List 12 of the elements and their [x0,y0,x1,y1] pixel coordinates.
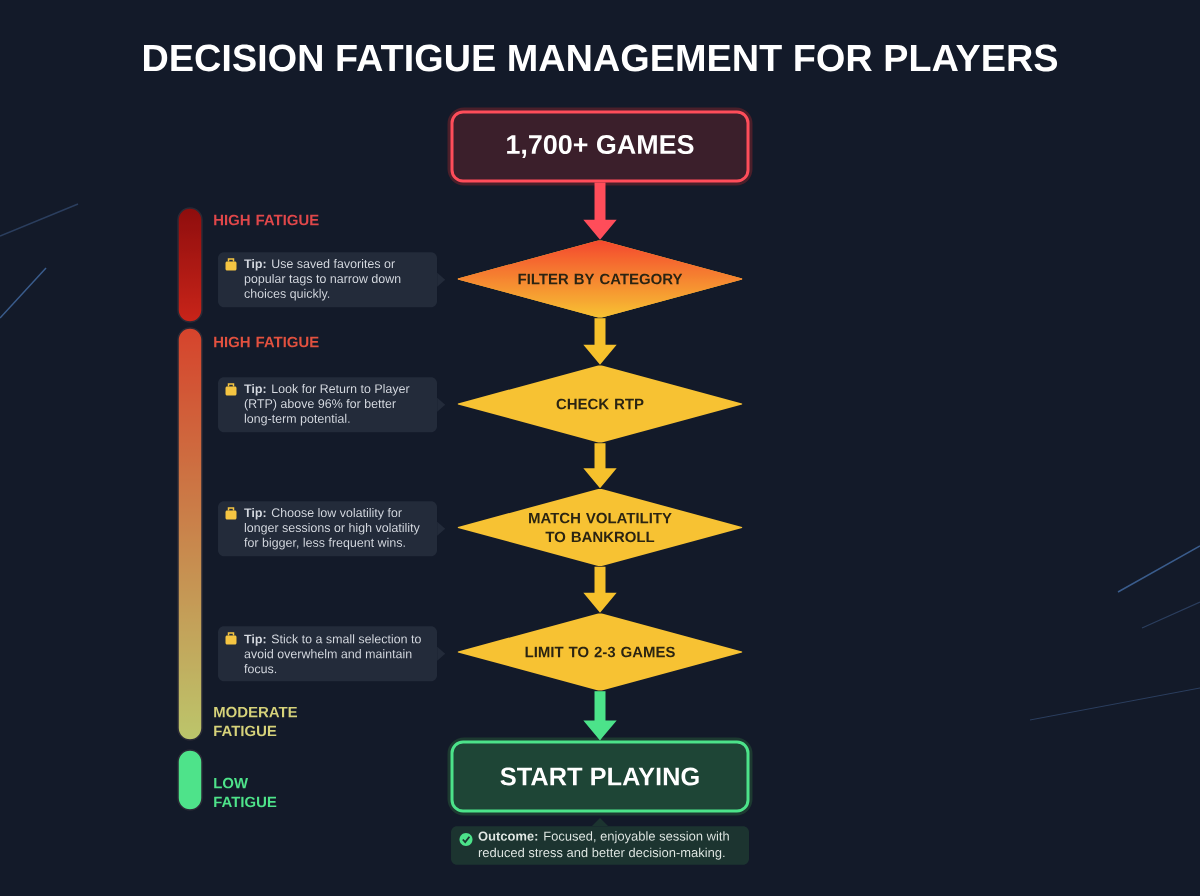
process-box: START PLAYING [447,737,753,816]
fatigue-label: HIGH FATIGUE [214,336,319,348]
fatigue-label: LOW FATIGUE [214,777,277,808]
tip-callout: Tip: Stick to a small selection to avoid overwhelm and maintain focus. [218,626,446,682]
tip-callout: Tip: Look for Return to Player (RTP) above 96% for better long-term potential. [218,377,446,433]
fatigue-label: HIGH FATIGUE [214,214,319,226]
process-box: 1,700+ GAMES [447,107,753,186]
tip-callout: Tip: Choose low volatility for longer sessions or high volatility for bigger, less frequent wins. [218,501,446,557]
title: DECISION FATIGUE MANAGEMENT FOR PLAYERS [144,44,1058,72]
outcome-callout: Outcome: Focused, enjoyable session with reduced stress and better decision-making. [451,818,749,865]
fatigue-label: MODERATE FATIGUE [214,706,297,737]
tip-callout: Tip: Use saved favorites or popular tags to narrow down choices quickly. [218,252,446,308]
